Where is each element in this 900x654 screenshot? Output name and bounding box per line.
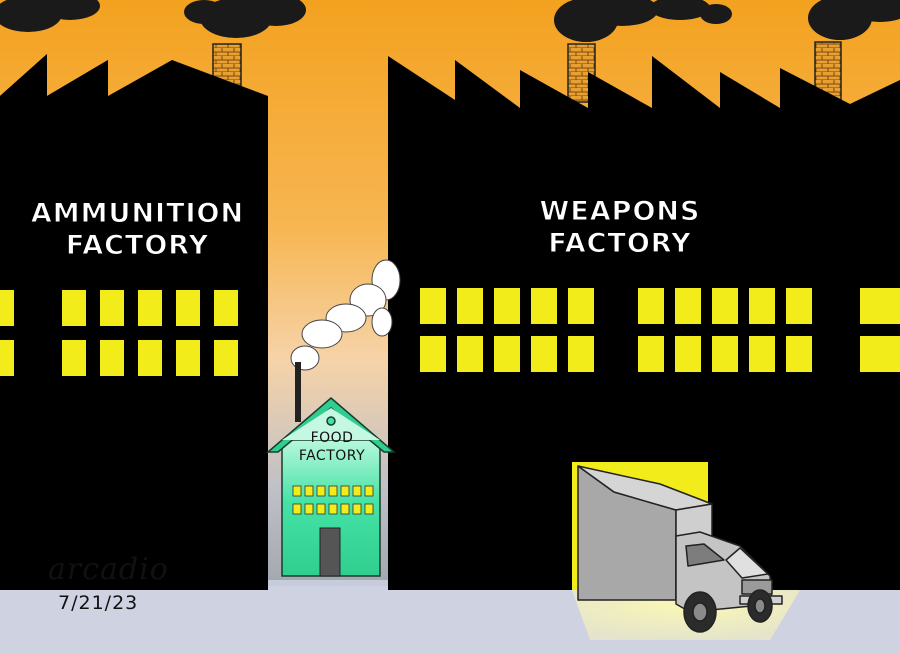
weapons-factory-label: WEAPONS FACTORY — [475, 196, 765, 260]
weapons-label-line-2: FACTORY — [548, 227, 692, 259]
weapons-label-line-1: WEAPONS — [539, 196, 701, 228]
artist-signature: arcadio — [48, 552, 169, 587]
food-factory-smoke — [290, 259, 401, 371]
ammunition-factory-label: AMMUNITION FACTORY — [10, 198, 265, 262]
food-factory-label: FOOD FACTORY — [276, 430, 388, 465]
ammunition-factory-roof-teeth — [0, 54, 268, 150]
food-label-line-2: FACTORY — [298, 447, 366, 464]
food-factory-chimney — [295, 362, 301, 422]
food-factory-door — [319, 527, 341, 577]
date-stamp: 7/21/23 — [58, 592, 139, 614]
food-factory-windows — [292, 485, 374, 515]
ammunition-label-line-2: FACTORY — [65, 229, 210, 261]
top-smoke-clouds — [0, 0, 900, 42]
ammunition-windows — [0, 290, 238, 376]
food-label-line-1: FOOD — [310, 430, 354, 446]
ammunition-factory — [0, 54, 268, 590]
weapons-windows — [420, 288, 900, 372]
ammunition-label-line-1: AMMUNITION — [30, 198, 245, 230]
delivery-truck — [577, 465, 783, 633]
